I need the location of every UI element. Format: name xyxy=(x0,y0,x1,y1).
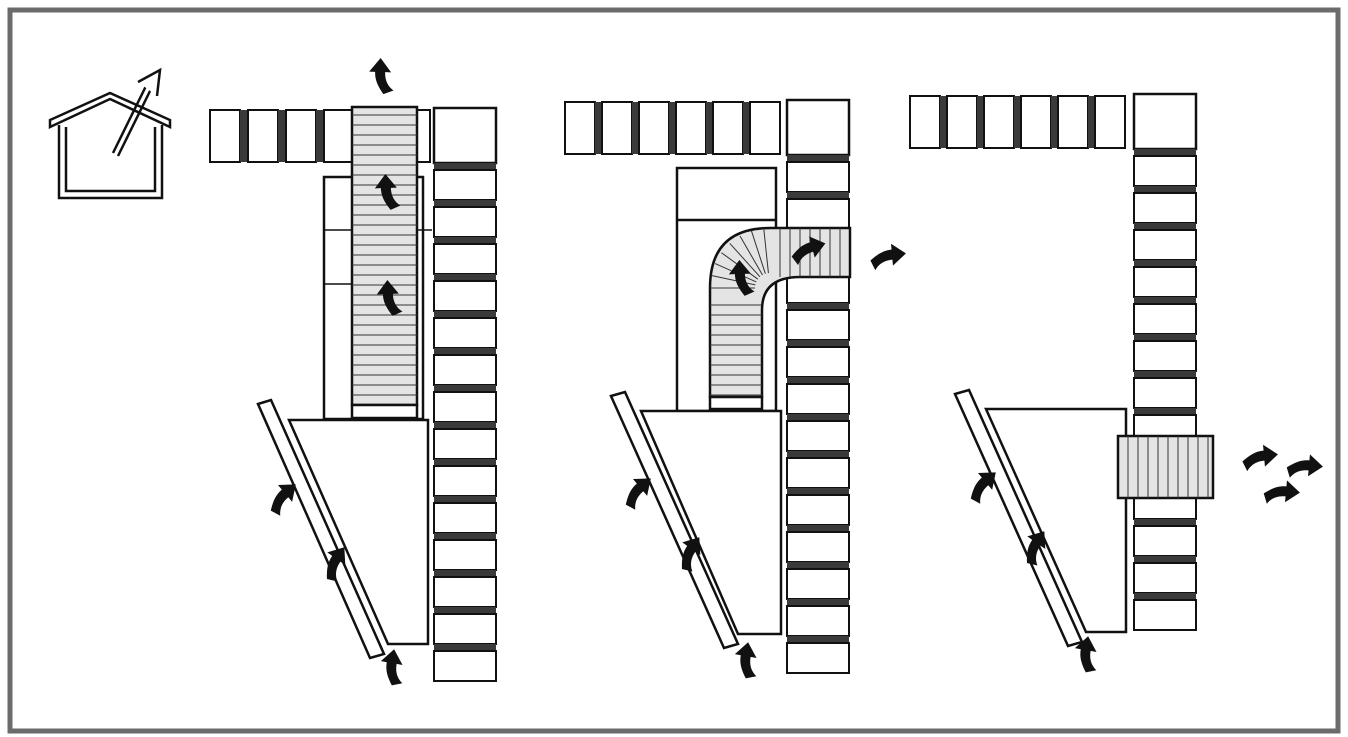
brick-column xyxy=(785,98,851,674)
panel-wall xyxy=(909,92,1324,675)
top-brick-row xyxy=(564,101,781,155)
hood-body xyxy=(984,407,1128,634)
brick-column xyxy=(432,106,498,682)
hood-body xyxy=(639,409,783,636)
top-brick-row xyxy=(909,95,1126,149)
brick-column xyxy=(1132,92,1198,631)
wall-outlet-duct xyxy=(1116,434,1215,500)
vertical-duct xyxy=(350,105,419,420)
panel-chimney xyxy=(209,57,498,688)
house-vent-outside-icon xyxy=(48,67,172,200)
panel-bend xyxy=(564,98,908,681)
hood-body xyxy=(287,418,430,646)
